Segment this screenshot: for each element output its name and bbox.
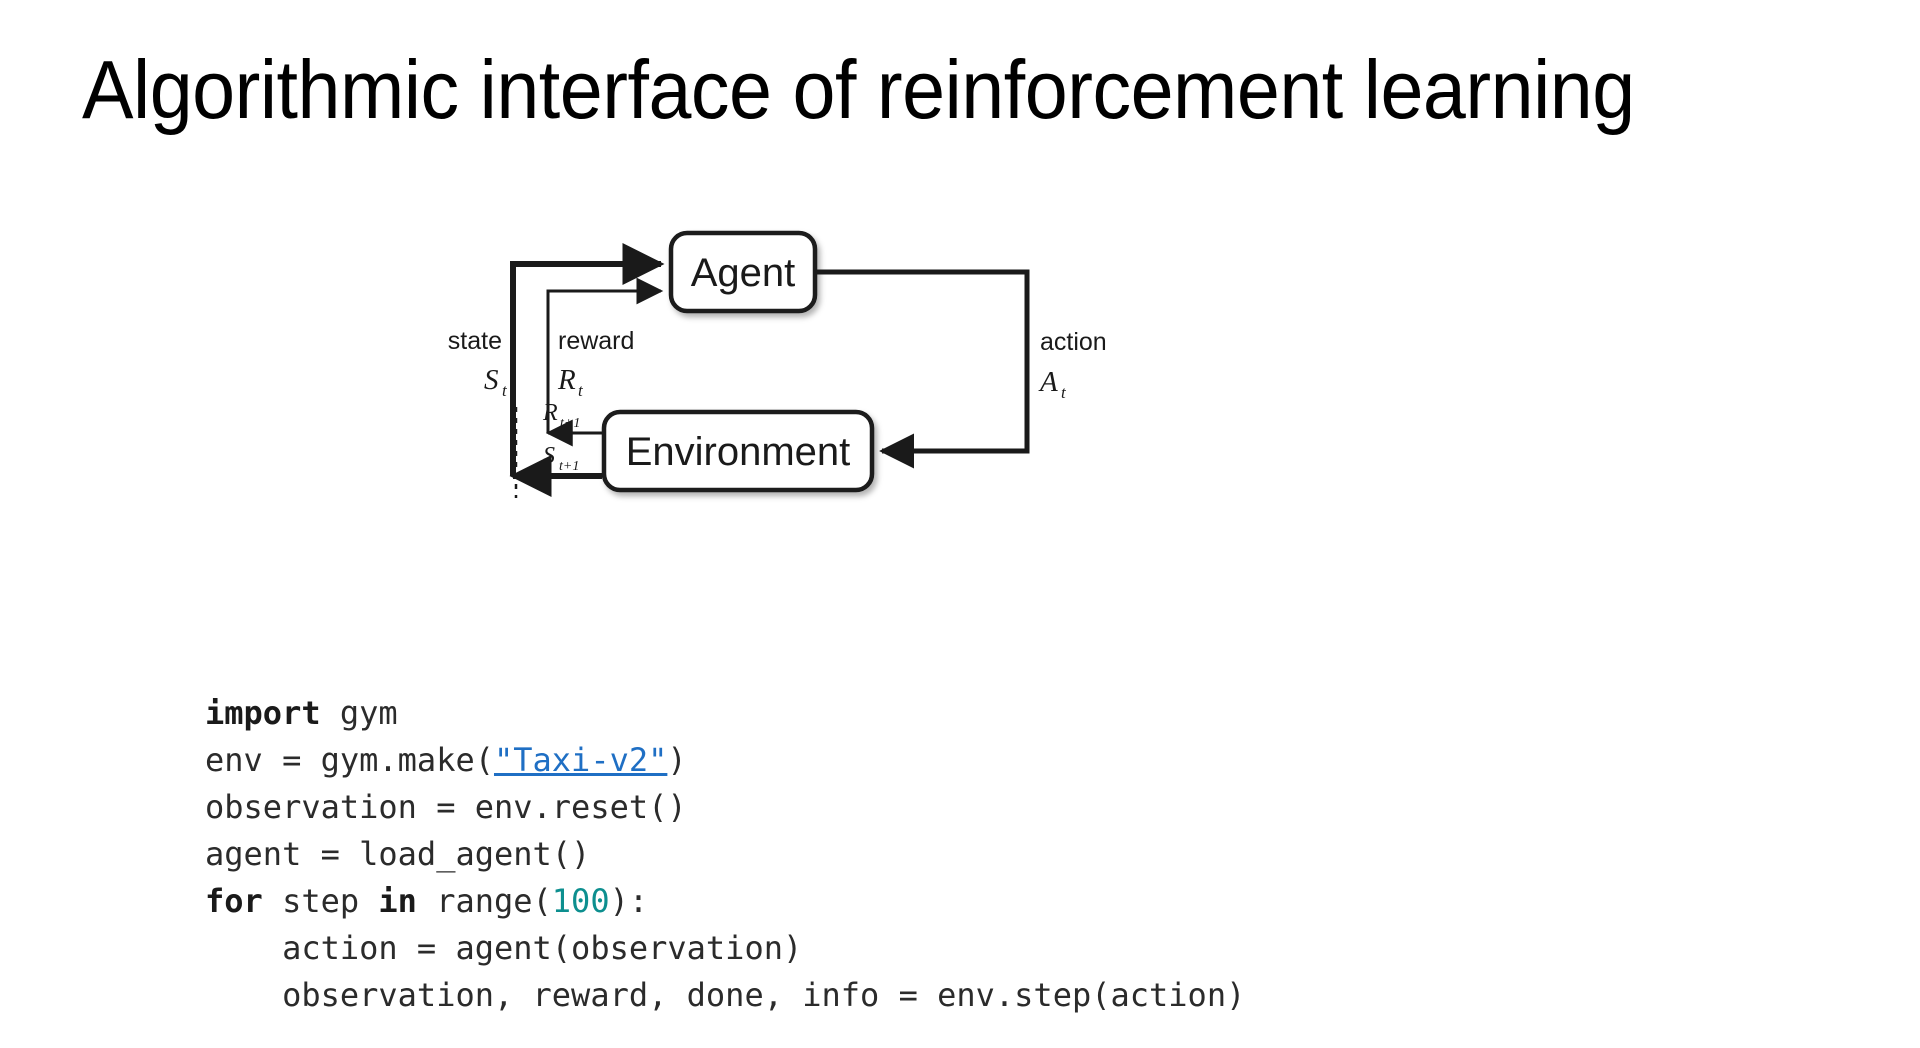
agent-environment-diagram: Agent Environment state S t reward R t — [380, 215, 1320, 525]
state-symbol: S — [484, 364, 499, 396]
state-symbol-subscript: t — [502, 381, 508, 400]
code-line: action = agent(observation) — [205, 925, 1245, 972]
code-line: import gym — [205, 690, 1245, 737]
code-line: env = gym.make("Taxi-v2") — [205, 737, 1245, 784]
code-line: observation, reward, done, info = env.st… — [205, 972, 1245, 1019]
state-label: state — [448, 327, 502, 355]
reward-symbol: R — [557, 364, 576, 396]
code-text: observation, reward, done, info = env.st… — [205, 976, 1246, 1014]
agent-environment-diagram-svg: Agent Environment state S t reward R t — [448, 230, 1107, 498]
environment-node: Environment — [601, 409, 875, 493]
code-keyword: for — [205, 882, 263, 920]
code-text: range( — [416, 882, 552, 920]
code-keyword: in — [378, 882, 417, 920]
env-id-link[interactable]: "Taxi-v2" — [493, 741, 668, 779]
agent-label: Agent — [691, 251, 796, 295]
code-text: ) — [667, 741, 687, 779]
action-label-group: action A t — [1038, 328, 1107, 402]
code-text: action = agent(observation) — [205, 929, 803, 967]
code-line: observation = env.reset() — [205, 784, 1245, 831]
page-title: Algorithmic interface of reinforcement l… — [82, 43, 1635, 136]
state-edge — [510, 243, 665, 476]
agent-node: Agent — [668, 230, 818, 314]
reward-label-group: reward R t — [557, 327, 634, 400]
code-keyword: import — [205, 694, 321, 732]
code-line: agent = load_agent() — [205, 831, 1245, 878]
next-reward-symbol: R — [542, 400, 558, 426]
code-number: 100 — [551, 882, 610, 920]
code-text: step — [262, 882, 379, 920]
code-text: observation = env.reset() — [205, 788, 687, 826]
reward-symbol-subscript: t — [578, 381, 584, 400]
code-text: env = gym.make( — [205, 741, 494, 779]
action-edge — [815, 269, 1030, 469]
action-symbol-subscript: t — [1061, 383, 1067, 402]
code-line: for step in range(100): — [205, 878, 1245, 925]
next-state-label-group: S t+1 — [543, 443, 579, 474]
environment-label: Environment — [626, 430, 851, 474]
next-state-subscript: t+1 — [559, 459, 579, 474]
code-text: ): — [609, 882, 649, 920]
code-text: gym — [320, 694, 398, 732]
reward-edge — [546, 277, 664, 433]
action-label: action — [1040, 328, 1107, 356]
action-symbol: A — [1038, 366, 1058, 398]
code-text: agent = load_agent() — [205, 835, 591, 873]
next-reward-subscript: t+1 — [560, 416, 580, 431]
state-label-group: state S t — [448, 327, 508, 400]
next-state-symbol: S — [543, 443, 555, 469]
next-reward-label-group: R t+1 — [542, 400, 580, 431]
reward-label: reward — [558, 327, 634, 355]
environment-box — [601, 409, 875, 493]
